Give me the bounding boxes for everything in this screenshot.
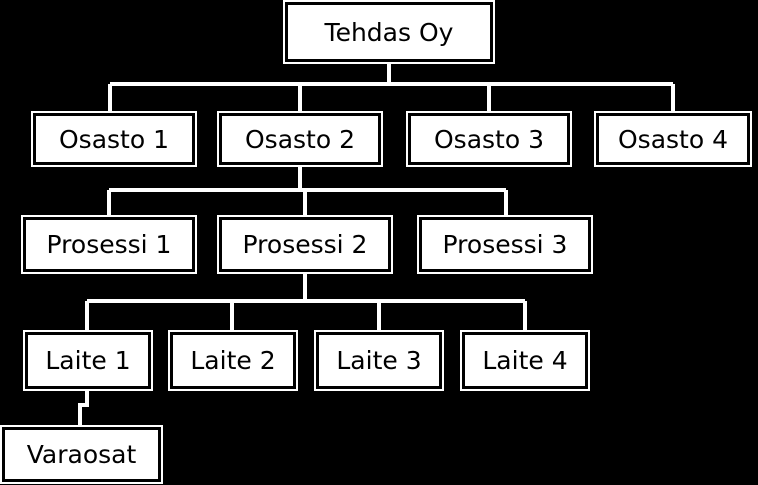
node-label: Osasto 1 xyxy=(59,124,169,154)
node-laite-3: Laite 3 xyxy=(314,330,444,391)
node-label: Laite 4 xyxy=(482,346,568,375)
node-prosessi-2: Prosessi 2 xyxy=(217,215,393,274)
node-label: Prosessi 2 xyxy=(242,230,368,259)
node-prosessi-3: Prosessi 3 xyxy=(417,215,593,274)
node-label: Varaosat xyxy=(26,440,137,469)
node-osasto-2: Osasto 2 xyxy=(217,111,383,167)
node-label: Laite 3 xyxy=(336,346,422,375)
node-osasto-3: Osasto 3 xyxy=(406,111,572,167)
node-laite-1: Laite 1 xyxy=(23,330,153,391)
node-label: Tehdas Oy xyxy=(324,17,454,47)
node-label: Osasto 3 xyxy=(434,124,544,154)
connector-varaosat xyxy=(78,389,89,426)
node-laite-2: Laite 2 xyxy=(168,330,298,391)
node-label: Osasto 4 xyxy=(618,124,728,154)
node-label: Laite 2 xyxy=(190,346,276,375)
node-laite-4: Laite 4 xyxy=(460,330,590,391)
node-prosessi-1: Prosessi 1 xyxy=(21,215,197,274)
node-label: Prosessi 1 xyxy=(46,230,172,259)
node-osasto-4: Osasto 4 xyxy=(594,111,752,167)
node-tehdas-oy: Tehdas Oy xyxy=(283,0,495,64)
node-label: Osasto 2 xyxy=(245,124,355,154)
node-label: Prosessi 3 xyxy=(442,230,568,259)
node-label: Laite 1 xyxy=(45,346,131,375)
node-varaosat: Varaosat xyxy=(0,425,163,484)
node-osasto-1: Osasto 1 xyxy=(31,111,197,167)
